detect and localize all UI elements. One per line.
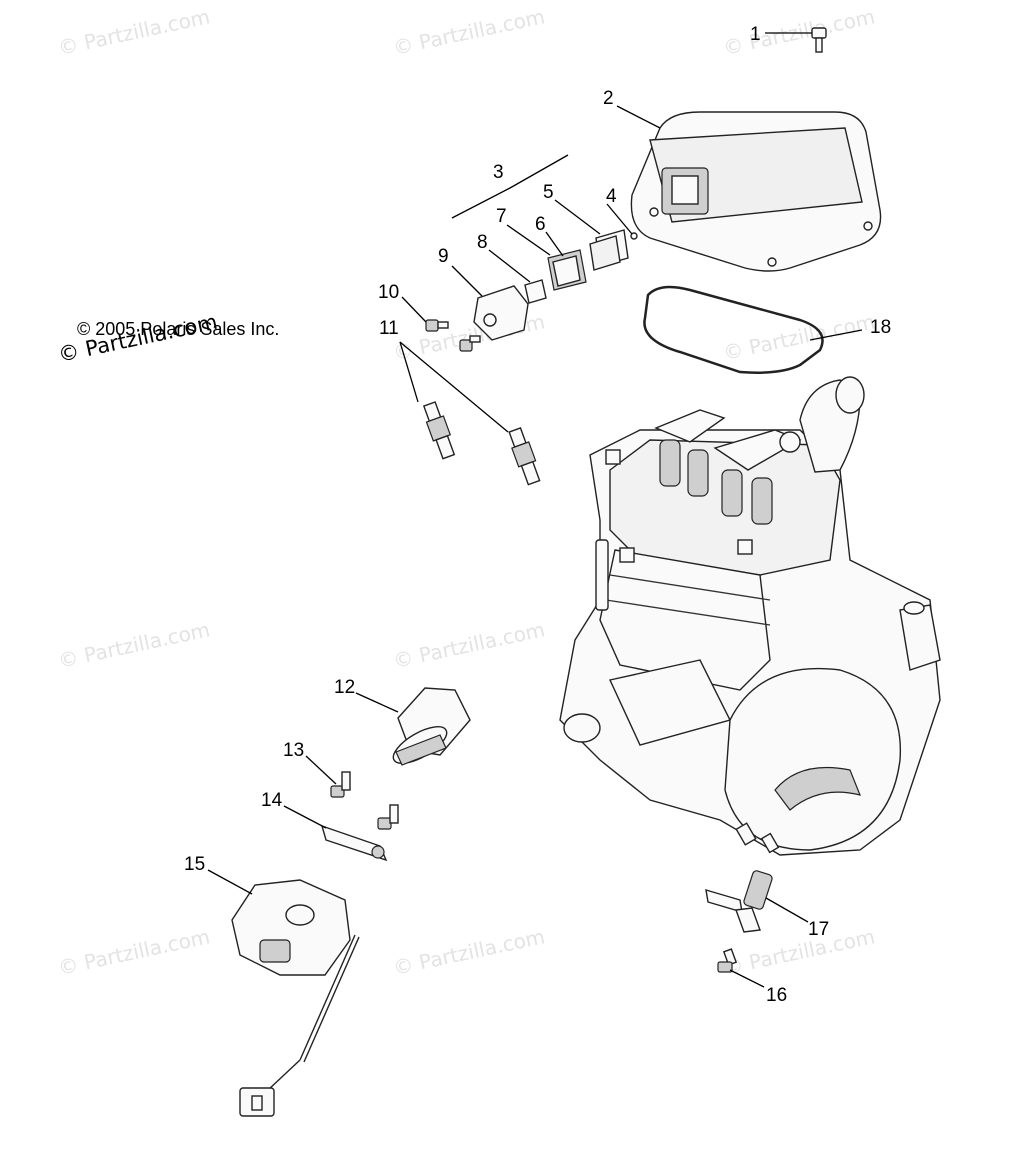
callout-labels: 1 2 3 4 5 6 7 8 9 10 11 12 13 14 15 16 1…: [184, 24, 891, 1006]
callout-label: 1: [750, 24, 761, 45]
watermark-text: © Partzilla.com: [391, 617, 547, 673]
callout-label: 7: [496, 206, 507, 227]
watermark-text: © Partzilla.com: [56, 617, 212, 673]
fasteners-part-10: [425, 319, 481, 352]
copyright-notice: © 2005 Polaris Sales Inc.: [77, 319, 279, 339]
throttle-body-part-15: [231, 879, 360, 1117]
bolts-part-13: [330, 771, 399, 830]
callout-label: 6: [535, 214, 546, 235]
valve-cover-part-2: [630, 111, 882, 272]
callout-label: 4: [606, 186, 617, 207]
watermark-text: © Partzilla.com: [56, 924, 212, 980]
callout-label: 13: [283, 740, 304, 761]
callout-label: 5: [543, 182, 554, 203]
callout-label: 17: [808, 919, 829, 940]
sensor-part-14: [320, 824, 388, 862]
watermark-text: © Partzilla.com: [721, 4, 877, 60]
callout-label: 18: [870, 317, 891, 338]
breather-assembly-parts-4-9: [473, 229, 638, 341]
watermark-text: © Partzilla.com: [391, 4, 547, 60]
engine-assembly: [559, 376, 941, 856]
callout-label: 8: [477, 232, 488, 253]
callout-label: 10: [378, 282, 399, 303]
intake-boot-part-12: [392, 687, 471, 766]
valve-cover-gasket-part-18: [643, 285, 824, 374]
callout-label: 3: [493, 162, 504, 183]
watermark-text: © Partzilla.com: [721, 309, 877, 365]
fitting-part-17: [705, 870, 773, 933]
watermark-text: © Partzilla.com: [721, 924, 877, 980]
callout-label: 15: [184, 854, 205, 875]
bolt-part-16: [717, 948, 738, 973]
callout-label: 11: [379, 318, 399, 339]
watermark-text: © Partzilla.com: [56, 4, 212, 60]
callout-label: 16: [766, 985, 787, 1006]
callout-label: 14: [261, 790, 283, 811]
callout-label: 12: [334, 677, 355, 698]
spark-plugs-part-11: [422, 401, 541, 486]
callout-label: 9: [438, 246, 449, 267]
watermark-text: © Partzilla.com: [391, 924, 547, 980]
leader-lines: [207, 32, 863, 988]
callout-label: 2: [603, 88, 614, 109]
